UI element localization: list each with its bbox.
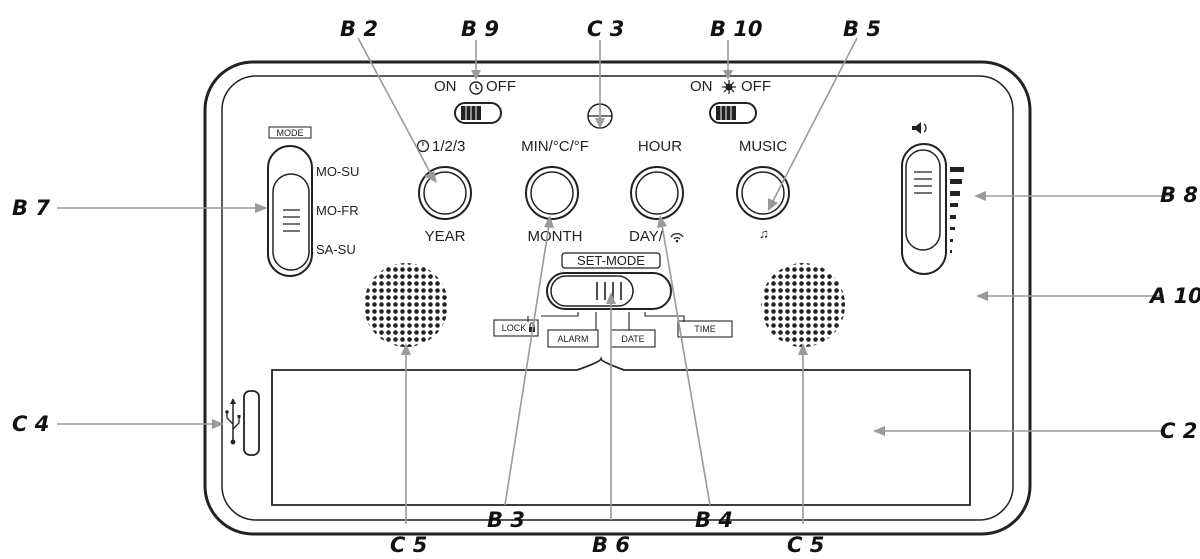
- callout-c3: C 3: [587, 17, 624, 41]
- mode-switch[interactable]: MODE MO-SU MO-FR SA-SU: [267, 126, 359, 277]
- callout-b3: B 3: [487, 508, 525, 532]
- callout-c2: C 2: [1160, 419, 1197, 443]
- sun-icon: [722, 80, 736, 94]
- volume-slider[interactable]: [901, 122, 964, 275]
- alarm-clock-icon: [469, 81, 483, 95]
- svg-text:OFF: OFF: [741, 78, 771, 95]
- alarm-clock-icon: [416, 139, 430, 153]
- svg-text:1/2/3: 1/2/3: [432, 138, 465, 155]
- music-button[interactable]: MUSIC ♫: [736, 138, 790, 241]
- alarm-onoff-switch[interactable]: ON OFF: [434, 78, 516, 124]
- svg-text:MO-SU: MO-SU: [316, 164, 359, 179]
- svg-text:♫: ♫: [759, 226, 769, 241]
- svg-text:MONTH: MONTH: [528, 228, 583, 245]
- callout-b4: B 4: [695, 508, 733, 532]
- svg-text:DAY/: DAY/: [629, 228, 664, 245]
- svg-text:MODE: MODE: [277, 128, 304, 138]
- svg-text:TIME: TIME: [694, 324, 716, 334]
- callout-b9: B 9: [461, 17, 499, 41]
- svg-text:OFF: OFF: [486, 78, 516, 95]
- svg-text:LOCK: LOCK: [502, 323, 527, 333]
- svg-text:DATE: DATE: [621, 334, 644, 344]
- callout-labels: B 2 B 9 C 3 B 10 B 5 B 7 B 8 A 10 C 4 C …: [12, 17, 1200, 557]
- callout-b6: B 6: [592, 533, 630, 557]
- callout-b2: B 2: [340, 17, 378, 41]
- svg-text:ON: ON: [690, 78, 713, 95]
- min-month-button[interactable]: MIN/°C/°F MONTH: [521, 138, 589, 245]
- volume-level-bars: [950, 167, 964, 253]
- svg-text:SA-SU: SA-SU: [316, 242, 356, 257]
- callout-c5-right: C 5: [787, 533, 824, 557]
- callout-b10: B 10: [710, 17, 763, 41]
- leader-lines: [57, 37, 1174, 524]
- svg-text:HOUR: HOUR: [638, 138, 682, 155]
- hour-day-button[interactable]: HOUR DAY/: [629, 138, 684, 245]
- set-mode-switch[interactable]: SET-MODE LOCK ALARM DATE TIME: [493, 252, 733, 348]
- svg-text:ON: ON: [434, 78, 457, 95]
- battery-compartment: [271, 356, 971, 506]
- svg-text:SET-MODE: SET-MODE: [577, 253, 645, 268]
- alarm-year-button[interactable]: 1/2/3 YEAR: [416, 138, 472, 245]
- callout-b8: B 8: [1160, 183, 1198, 207]
- svg-text:MUSIC: MUSIC: [739, 138, 788, 155]
- callout-b5: B 5: [843, 17, 881, 41]
- speaker-grille-left: [364, 263, 448, 347]
- callout-a10: A 10: [1148, 284, 1200, 308]
- light-onoff-switch[interactable]: ON OFF: [690, 78, 771, 124]
- callout-c5-left: C 5: [390, 533, 427, 557]
- speaker-icon: [912, 122, 927, 134]
- usb-icon: [225, 398, 241, 445]
- wifi-icon: [670, 233, 684, 243]
- svg-text:MO-FR: MO-FR: [316, 203, 359, 218]
- speaker-grille-right: [761, 263, 845, 347]
- usb-port[interactable]: [225, 390, 260, 456]
- svg-text:MIN/°C/°F: MIN/°C/°F: [521, 138, 589, 155]
- callout-c4: C 4: [12, 412, 49, 436]
- device-inner-frame: [221, 75, 1014, 521]
- svg-text:ALARM: ALARM: [557, 334, 588, 344]
- callout-b7: B 7: [12, 196, 50, 220]
- device-outer-frame: [203, 60, 1032, 536]
- svg-text:YEAR: YEAR: [425, 228, 466, 245]
